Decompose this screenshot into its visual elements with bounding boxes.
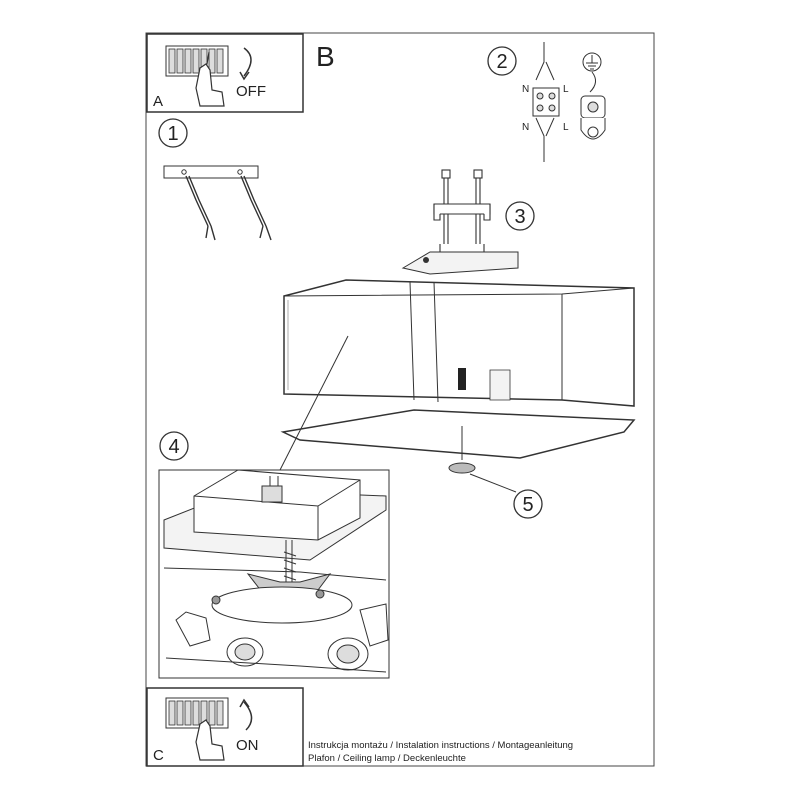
step-3-badge [505,201,535,231]
panel-c-letter: C [153,747,164,764]
lamp-shade [283,279,635,407]
wire-label-l-bottom: L [563,122,569,133]
step-4: 4 [158,335,390,679]
arrowhead-icon [239,71,250,81]
step-5-number: 5 [522,494,533,516]
breaker-icon [165,697,229,729]
lamp-socket [458,368,466,390]
bracket-with-screws [433,169,491,262]
diffuser-plate [280,409,636,459]
ceiling-wires [185,175,272,241]
panel-a-letter: A [153,93,163,110]
hand-icon [195,51,225,107]
sheet-border [145,32,655,767]
screw-hole-icon [237,169,243,175]
terminal-block [532,42,560,162]
mounting-plate [163,165,259,179]
footer-subtitle: Plafon / Ceiling lamp / Deckenleuchte [308,753,466,764]
footer-title: Instrukcja montażu / Instalation instruc… [308,740,574,751]
wire-label-l-top: L [563,84,569,95]
panel-c-state: ON [236,737,259,754]
hand-icon [195,719,225,761]
ground-icon [580,52,606,140]
step-2: 2 N L N L [487,42,606,162]
step-4-number: 4 [168,436,179,458]
detail-assembly [163,469,389,673]
ceiling-canopy [401,251,519,275]
arrowhead-icon [239,698,250,708]
step-4-badge [159,431,189,461]
step-1-badge [158,118,188,148]
step-2-number: 2 [496,51,507,73]
step-3: 3 [401,169,535,275]
step-1-number: 1 [167,123,178,145]
arrow-down-icon [243,47,252,77]
panel-a-power-off: A OFF [146,33,304,113]
step-5-badge [513,489,543,519]
step-4-leader [279,335,349,471]
step-3-number: 3 [514,206,525,228]
panel-a-state: OFF [236,83,266,100]
finial-nut [448,462,476,474]
arrow-up-icon [243,701,253,731]
step-5-leader [469,473,517,493]
step-2-badge [487,46,517,76]
breaker-icon [165,45,229,77]
page-label: B [316,41,335,72]
screw-icon [423,257,429,263]
screw-hole-icon [181,169,187,175]
wire-label-n-top: N [522,84,529,95]
wire-label-n-bottom: N [522,122,529,133]
step-1: 1 [158,118,272,241]
panel-c-power-on: C ON [146,687,304,767]
